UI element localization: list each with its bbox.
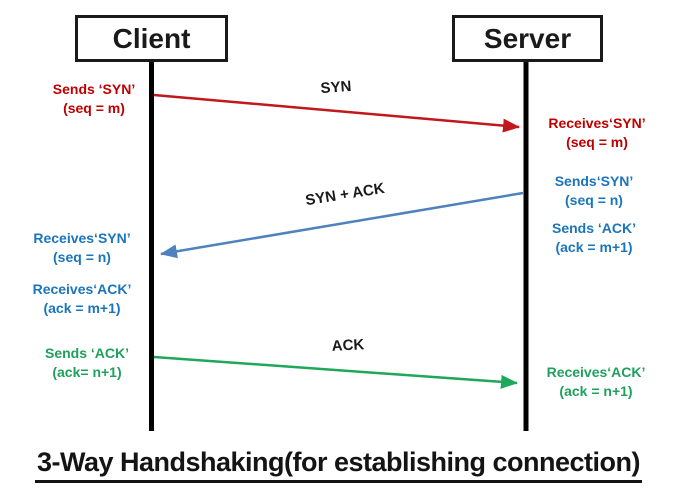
note-line: (seq = m) xyxy=(63,100,125,116)
server-actor-box: Server xyxy=(452,15,603,62)
note-line: Sends ‘ACK’ xyxy=(551,220,636,236)
client-receives-ack-note: Receives‘ACK’ (ack = m+1) xyxy=(22,280,142,318)
client-receives-syn-note: Receives‘SYN’ (seq = n) xyxy=(22,229,142,267)
client-actor-label: Client xyxy=(112,22,191,54)
note-line: (ack = m+1) xyxy=(43,300,121,316)
note-line: (ack = m+1) xyxy=(555,239,633,255)
server-sends-ack-note: Sends ‘ACK’ (ack = m+1) xyxy=(536,219,652,257)
note-line: (seq = n) xyxy=(53,249,111,265)
server-actor-label: Server xyxy=(483,22,572,54)
ack-arrow xyxy=(153,355,518,389)
note-line: (seq = n) xyxy=(565,192,623,208)
note-line: Receives‘ACK’ xyxy=(32,281,132,297)
note-line: Receives‘ACK’ xyxy=(546,364,646,380)
note-line: Receives‘SYN’ xyxy=(33,230,131,246)
note-line: Receives‘SYN’ xyxy=(548,115,646,131)
syn-ack-arrow xyxy=(160,191,524,259)
diagram-title-row: 3-Way Handshaking(for establishing conne… xyxy=(0,447,677,483)
client-actor-box: Client xyxy=(75,15,228,62)
note-line: (ack = n+1) xyxy=(559,383,633,399)
server-sends-syn-note: Sends‘SYN’ (seq = n) xyxy=(540,172,648,210)
server-receives-syn-note: Receives‘SYN’ (seq = m) xyxy=(540,114,654,152)
ack-message-label: ACK xyxy=(331,336,365,355)
note-line: Sends ‘ACK’ xyxy=(44,345,129,361)
client-sends-syn-note: Sends ‘SYN’ (seq = m) xyxy=(38,80,150,118)
client-sends-ack-note: Sends ‘ACK’ (ack= n+1) xyxy=(32,344,142,382)
syn-arrow xyxy=(153,93,520,133)
note-line: Sends ‘SYN’ xyxy=(52,81,136,97)
note-line: (ack= n+1) xyxy=(52,364,122,380)
note-line: (seq = m) xyxy=(566,134,628,150)
diagram-title: 3-Way Handshaking(for establishing conne… xyxy=(34,447,643,483)
note-line: Sends‘SYN’ xyxy=(554,173,634,189)
server-receives-ack-note: Receives‘ACK’ (ack = n+1) xyxy=(538,363,654,401)
